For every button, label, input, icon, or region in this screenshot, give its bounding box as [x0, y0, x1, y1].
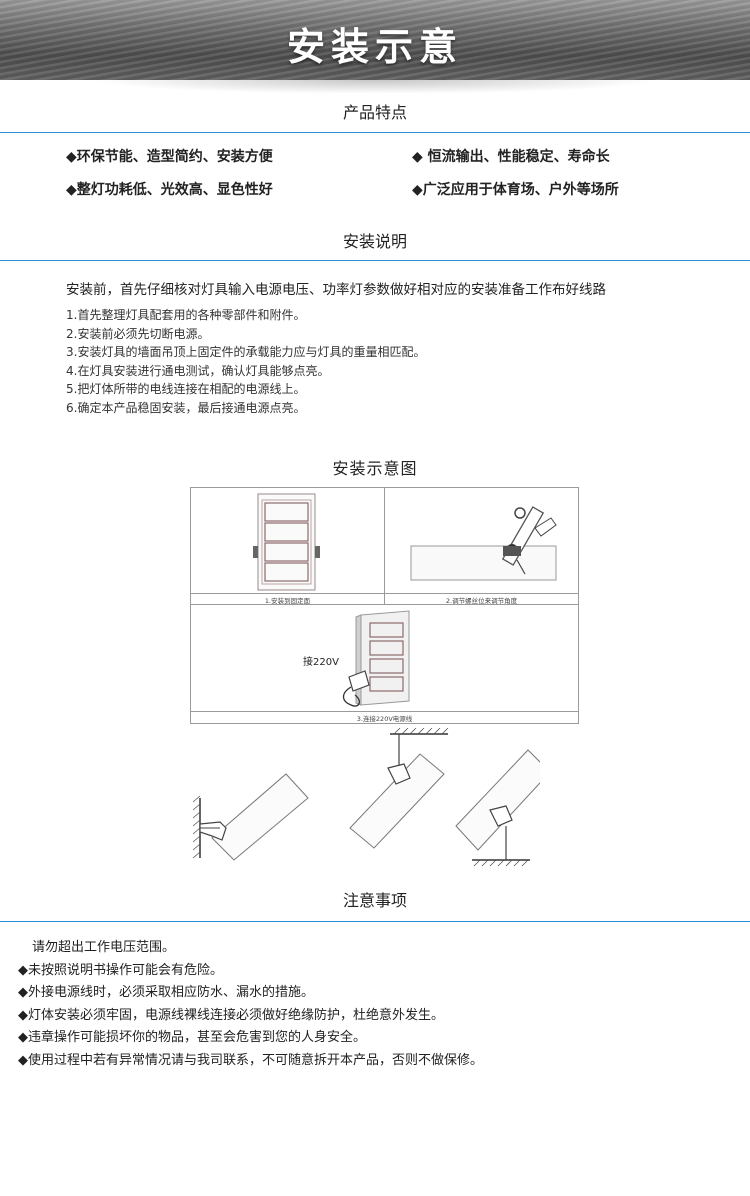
- voltage-label: 接220V: [303, 657, 339, 668]
- mounting-angles-drawing: [192, 728, 540, 867]
- step-item: 6.确定本产品稳固安装，最后接通电源点亮。: [66, 400, 306, 415]
- notes-title: 注意事项: [342, 891, 407, 910]
- installation-divider: [0, 260, 750, 261]
- step-item: 1.首先整理灯具配套用的各种零部件和附件。: [66, 308, 306, 322]
- note-item: ◆使用过程中若有异常情况请与我司联系，不可随意拆开本产品，否则不做保修。: [18, 1052, 483, 1068]
- mount-lamp-drawing: [253, 493, 320, 591]
- diagram-panel-wiring: 接220V 3.连接220V电源线: [190, 604, 579, 724]
- panel-caption: 3.连接220V电源线: [356, 715, 413, 723]
- panel-caption: 1.安装到固定面: [264, 597, 311, 605]
- step-item: 2.安装前必须先切断电源。: [66, 326, 210, 341]
- feature-item: ◆广泛应用于体育场、户外等场所: [412, 182, 619, 198]
- installation-title: 安装说明: [342, 232, 407, 251]
- step-item: 4.在灯具安装进行通电测试，确认灯具能够点亮。: [66, 363, 330, 378]
- installation-steps: 1.首先整理灯具配套用的各种零部件和附件。 2.安装前必须先切断电源。 3.安装…: [66, 306, 425, 418]
- diagram-panel-adjust: 2.调节螺丝位来调节角度: [384, 487, 579, 606]
- note-item: ◆灯体安装必须牢固，电源线裸线连接必须做好绝缘防护，杜绝意外发生。: [18, 1007, 444, 1023]
- feature-item: ◆整灯功耗低、光效高、显色性好: [66, 182, 273, 198]
- installation-lead: 安装前，首先仔细核对灯具输入电源电压、功率灯参数做好相对应的安装准备工作布好线路: [66, 282, 606, 298]
- diagram-panel-mount: 1.安装到固定面: [190, 487, 385, 606]
- banner-shadow: [90, 80, 660, 94]
- note-item: 请勿超出工作电压范围。: [32, 940, 176, 955]
- notes-list: 请勿超出工作电压范围。 ◆未按照说明书操作可能会有危险。 ◆外接电源线时，必须采…: [18, 937, 483, 1073]
- caption-divider: [191, 711, 578, 712]
- step-item: 5.把灯体所带的电线连接在相配的电源线上。: [66, 382, 306, 397]
- note-item: ◆违章操作可能损坏你的物品，甚至会危害到您的人身安全。: [18, 1030, 366, 1046]
- feature-item: ◆ 恒流输出、性能稳定、寿命长: [412, 149, 610, 165]
- adjust-angle-drawing: [410, 506, 557, 581]
- feature-item: ◆环保节能、造型简约、安装方便: [66, 149, 273, 165]
- caption-divider: [385, 593, 578, 594]
- features-divider: [0, 132, 750, 133]
- diagram-title: 安装示意图: [332, 459, 418, 478]
- notes-divider: [0, 921, 750, 922]
- caption-divider: [191, 593, 384, 594]
- banner-title: 安装示意: [286, 25, 463, 69]
- note-item: ◆未按照说明书操作可能会有危险。: [18, 962, 223, 978]
- step-item: 3.安装灯具的墙面吊顶上固定件的承载能力应与灯具的重量相匹配。: [66, 345, 426, 360]
- header-banner: 安装示意: [0, 0, 750, 80]
- wiring-lamp-drawing: [342, 610, 410, 707]
- panel-caption: 2.调节螺丝位来调节角度: [445, 597, 518, 605]
- note-item: ◆外接电源线时，必须采取相应防水、漏水的措施。: [18, 985, 314, 1001]
- features-title: 产品特点: [342, 103, 407, 122]
